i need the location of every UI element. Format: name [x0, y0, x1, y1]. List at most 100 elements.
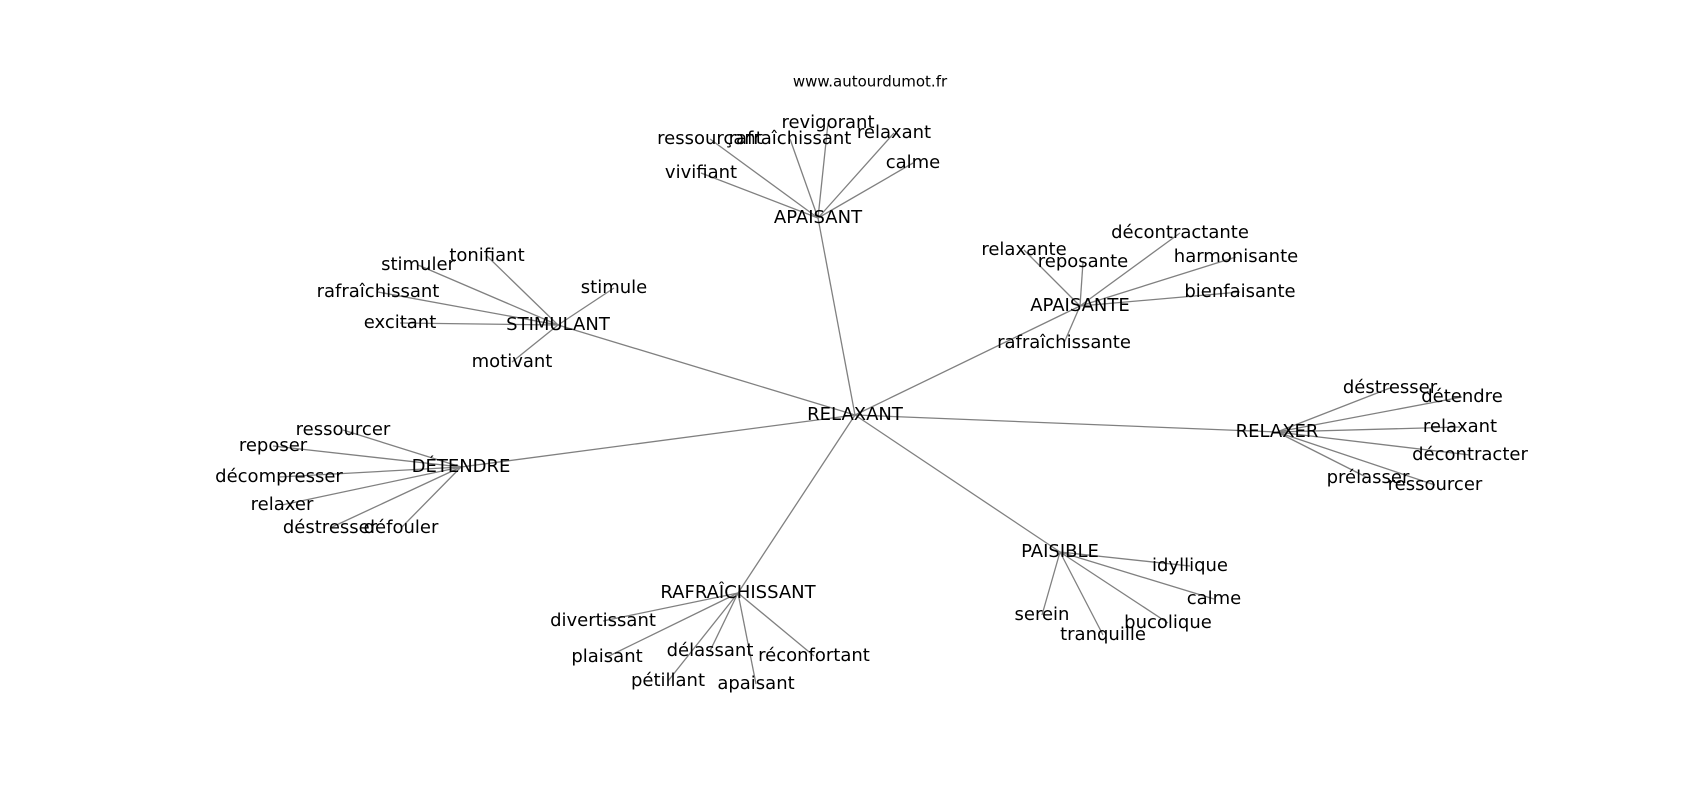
edge-stimulant-leaf	[486, 255, 559, 326]
edge-apaisante-leaf	[1079, 256, 1237, 307]
edge-détendre-leaf	[400, 466, 462, 529]
leaf-word-node[interactable]: relaxant	[857, 122, 931, 143]
leaf-word-node[interactable]: ressourcer	[296, 419, 391, 440]
leaf-word-node[interactable]: motivant	[472, 351, 553, 372]
leaf-word-node[interactable]: harmonisante	[1174, 246, 1298, 267]
leaf-word-node[interactable]: détendre	[1421, 386, 1503, 407]
edge-stimulant-leaf	[377, 291, 559, 326]
leaf-word-node[interactable]: défouler	[364, 517, 439, 538]
hub-word-node[interactable]: RAFRAÎCHISSANT	[660, 581, 816, 603]
leaf-word-node[interactable]: reposante	[1038, 251, 1128, 272]
leaf-word-node[interactable]: relaxer	[251, 494, 314, 515]
leaf-word-node[interactable]: décompresser	[215, 466, 343, 487]
edge-root-apaisante	[854, 305, 1081, 416]
leaf-word-node[interactable]: ressourçant	[657, 128, 763, 149]
leaf-word-node[interactable]: rafraîchissant	[317, 281, 440, 302]
graph-labels: www.autourdumot.fr ressourçantrafraîchis…	[215, 73, 1528, 695]
edge-root-paisible	[854, 414, 1061, 553]
leaf-word-node[interactable]: bucolique	[1124, 612, 1212, 633]
leaf-word-node[interactable]: divertissant	[550, 610, 656, 631]
edge-apaisante-leaf	[1063, 305, 1081, 344]
edge-apaisante-leaf	[1079, 261, 1084, 307]
leaf-word-node[interactable]: rafraîchissant	[729, 128, 852, 149]
leaf-word-node[interactable]: idyllique	[1152, 555, 1228, 576]
edge-paisible-leaf	[1059, 551, 1191, 567]
hub-word-node[interactable]: DÉTENDRE	[412, 455, 511, 477]
edge-détendre-leaf	[281, 466, 462, 506]
leaf-word-node[interactable]: relaxant	[1423, 416, 1497, 437]
edge-apaisant-leaf	[709, 138, 819, 219]
leaf-word-node[interactable]: revigorant	[781, 112, 874, 133]
edge-apaisante-leaf	[1079, 291, 1241, 307]
edge-stimulant-leaf	[399, 322, 559, 326]
leaf-word-node[interactable]: relaxante	[981, 239, 1066, 260]
leaf-word-node[interactable]: rafraîchissante	[997, 332, 1131, 353]
edge-relaxer-leaf	[1276, 387, 1391, 433]
leaf-word-node[interactable]: stimuler	[381, 254, 455, 275]
leaf-word-node[interactable]: calme	[886, 152, 941, 173]
leaf-word-node[interactable]: serein	[1015, 604, 1070, 625]
edge-relaxer-leaf	[1276, 431, 1369, 479]
edge-rafraîchissant-leaf	[667, 592, 739, 682]
leaf-word-node[interactable]: déstresser	[1343, 377, 1438, 398]
leaf-word-node[interactable]: excitant	[364, 312, 437, 333]
leaf-word-node[interactable]: décontractante	[1111, 222, 1249, 243]
edge-rafraîchissant-leaf	[602, 592, 739, 622]
hub-word-node[interactable]: APAISANT	[774, 207, 863, 228]
edge-paisible-leaf	[1059, 551, 1169, 624]
leaf-word-node[interactable]: pétillant	[631, 670, 705, 691]
edge-root-apaisant	[817, 217, 856, 416]
edge-relaxer-leaf	[1276, 426, 1461, 433]
leaf-word-node[interactable]: déstresser	[283, 517, 378, 538]
leaf-word-node[interactable]: vivifiant	[665, 162, 737, 183]
edge-apaisante-leaf	[1023, 249, 1081, 307]
leaf-word-node[interactable]: stimule	[581, 277, 647, 298]
leaf-word-node[interactable]: bienfaisante	[1184, 281, 1295, 302]
edge-relaxer-leaf	[1276, 396, 1463, 433]
edge-apaisant-leaf	[700, 172, 819, 219]
edge-rafraîchissant-leaf	[737, 592, 757, 685]
edge-root-rafraîchissant	[737, 414, 856, 594]
edge-paisible-leaf	[1041, 551, 1061, 616]
graph-edges	[272, 122, 1471, 685]
edge-rafraîchissant-leaf	[737, 592, 815, 657]
leaf-word-node[interactable]: plaisant	[571, 646, 642, 667]
edge-relaxer-leaf	[1276, 431, 1436, 486]
edge-rafraîchissant-leaf	[709, 592, 739, 652]
site-url[interactable]: www.autourdumot.fr	[793, 73, 948, 91]
leaf-word-node[interactable]: réconfortant	[758, 645, 870, 666]
edge-détendre-leaf	[272, 445, 462, 468]
hub-word-node[interactable]: APAISANTE	[1030, 295, 1130, 316]
edge-détendre-leaf	[342, 429, 462, 468]
edge-root-relaxer	[854, 414, 1278, 433]
edge-paisible-leaf	[1059, 551, 1104, 636]
leaf-word-node[interactable]: apaisant	[717, 673, 794, 694]
edge-stimulant-leaf	[417, 264, 559, 326]
edge-paisible-leaf	[1059, 551, 1215, 600]
hub-word-node[interactable]: RELAXER	[1236, 421, 1319, 442]
leaf-word-node[interactable]: délassant	[667, 640, 754, 661]
leaf-word-node[interactable]: décontracter	[1412, 444, 1528, 465]
leaf-word-node[interactable]: prélasser	[1327, 467, 1410, 488]
edge-apaisant-leaf	[817, 122, 829, 219]
leaf-word-node[interactable]: tonifiant	[449, 245, 524, 266]
leaf-word-node[interactable]: reposer	[239, 435, 308, 456]
hub-word-node[interactable]: STIMULANT	[506, 314, 611, 335]
edge-apaisante-leaf	[1079, 232, 1181, 307]
edge-détendre-leaf	[278, 466, 462, 478]
edge-rafraîchissant-leaf	[606, 592, 739, 658]
leaf-word-node[interactable]: ressourcer	[1388, 474, 1483, 495]
edge-relaxer-leaf	[1276, 431, 1471, 456]
root-word-node[interactable]: RELAXANT	[807, 404, 904, 425]
edge-root-stimulant	[557, 324, 856, 416]
edge-stimulant-leaf	[557, 287, 615, 326]
hub-word-node[interactable]: PAISIBLE	[1021, 541, 1099, 562]
edge-détendre-leaf	[329, 466, 462, 529]
leaf-word-node[interactable]: tranquille	[1060, 624, 1146, 645]
edge-root-détendre	[460, 414, 856, 468]
leaf-word-node[interactable]: calme	[1187, 588, 1242, 609]
edge-apaisant-leaf	[789, 138, 819, 219]
edge-apaisant-leaf	[817, 162, 914, 219]
edge-apaisant-leaf	[817, 132, 895, 219]
